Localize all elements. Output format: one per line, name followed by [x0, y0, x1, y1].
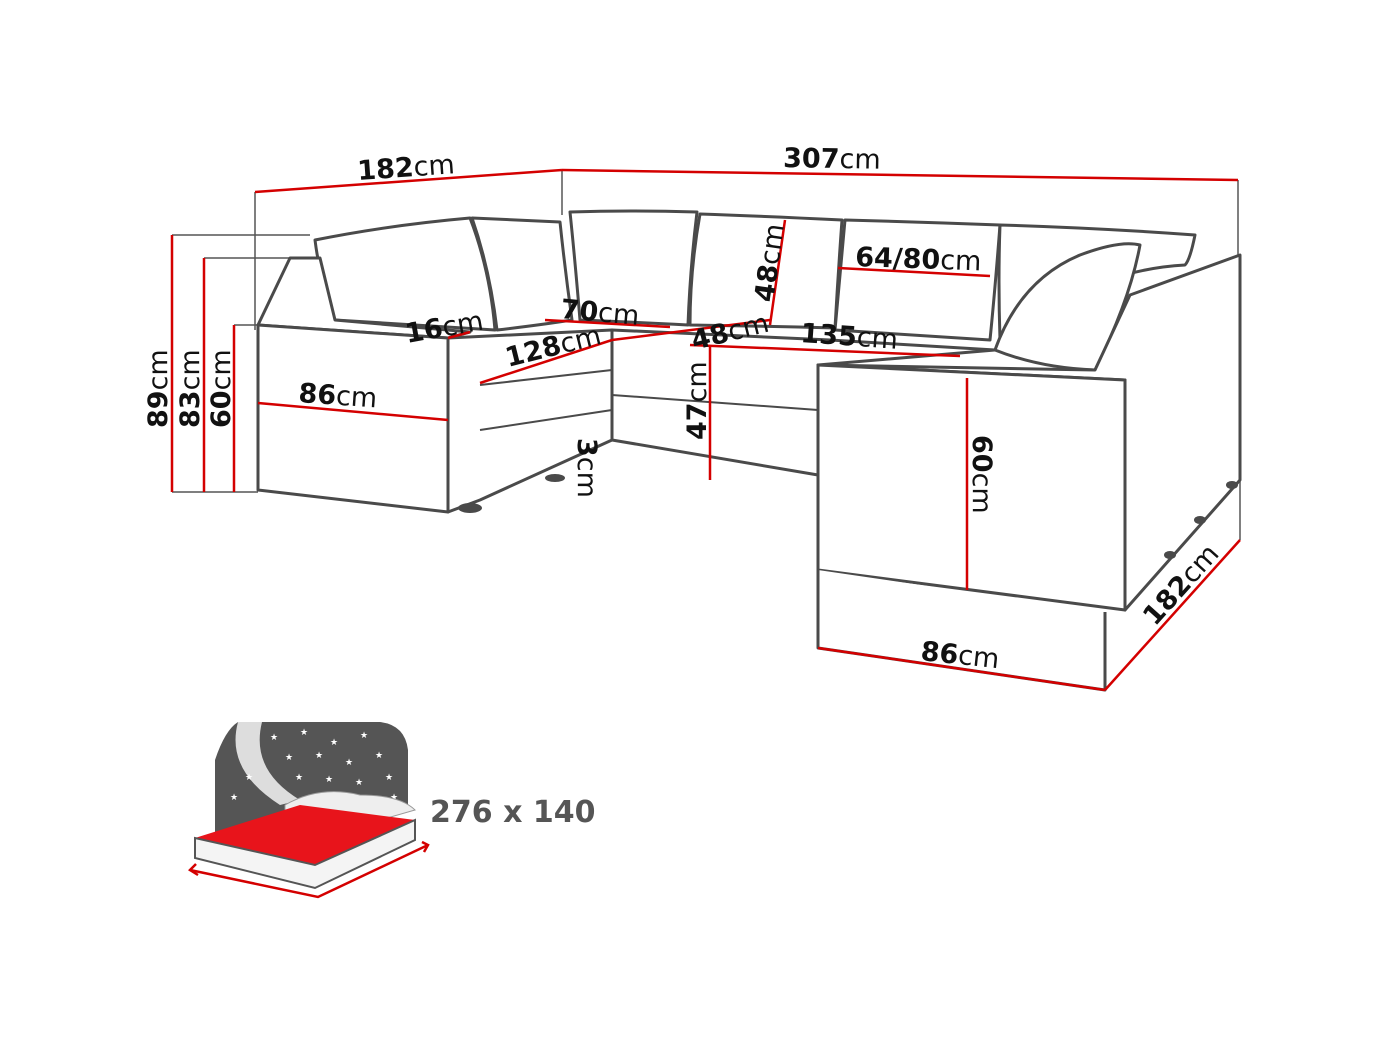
svg-text:★: ★ [375, 751, 383, 761]
svg-text:★: ★ [325, 775, 333, 785]
right-arm-front [816, 363, 1127, 612]
label-height-arm: 60cm [206, 349, 237, 428]
svg-text:★: ★ [230, 793, 238, 803]
svg-text:★: ★ [285, 753, 293, 763]
label-back-cushion-width: 64/80cm [855, 242, 982, 277]
label-leg-height: 3cm [571, 438, 602, 498]
svg-text:★: ★ [330, 738, 338, 748]
label-seat-depth-corner: 70cm [559, 294, 640, 332]
svg-text:★: ★ [360, 731, 368, 741]
label-arm-depth-right: 86cm [919, 636, 1001, 675]
svg-text:★: ★ [315, 751, 323, 761]
svg-text:★: ★ [300, 728, 308, 738]
sofa-drawing [256, 209, 1242, 692]
label-arm-width: 16cm [403, 306, 486, 350]
back-cushion [568, 209, 699, 327]
svg-text:★: ★ [390, 793, 398, 803]
label-height-total: 89cm [143, 349, 174, 428]
left-arm-front [256, 323, 450, 514]
svg-text:★: ★ [355, 778, 363, 788]
label-total-width-left: 182cm [356, 149, 455, 187]
svg-text:★: ★ [270, 733, 278, 743]
back-cushion [993, 242, 1142, 372]
back-cushion [470, 216, 574, 332]
label-height-back: 83cm [175, 349, 206, 428]
bed-size-label: 276 x 140 [430, 795, 595, 830]
label-arm-depth-left: 86cm [298, 378, 379, 414]
svg-text:★: ★ [245, 773, 253, 783]
label-seat-height: 47cm [682, 361, 713, 440]
label-arm-height-right: 60cm [966, 435, 997, 514]
svg-text:★: ★ [345, 758, 353, 768]
svg-text:★: ★ [385, 773, 393, 783]
svg-text:★: ★ [295, 773, 303, 783]
label-seat-width-right: 135cm [800, 318, 899, 356]
bed-function-icon: ★★★★ ★★★★ ★★★★ ★★★ [188, 722, 430, 899]
label-total-width-back: 307cm [783, 143, 881, 176]
back-cushion [833, 218, 1002, 342]
label-back-cushion-height: 48cm [749, 222, 791, 304]
dimension-lines [170, 168, 1241, 692]
